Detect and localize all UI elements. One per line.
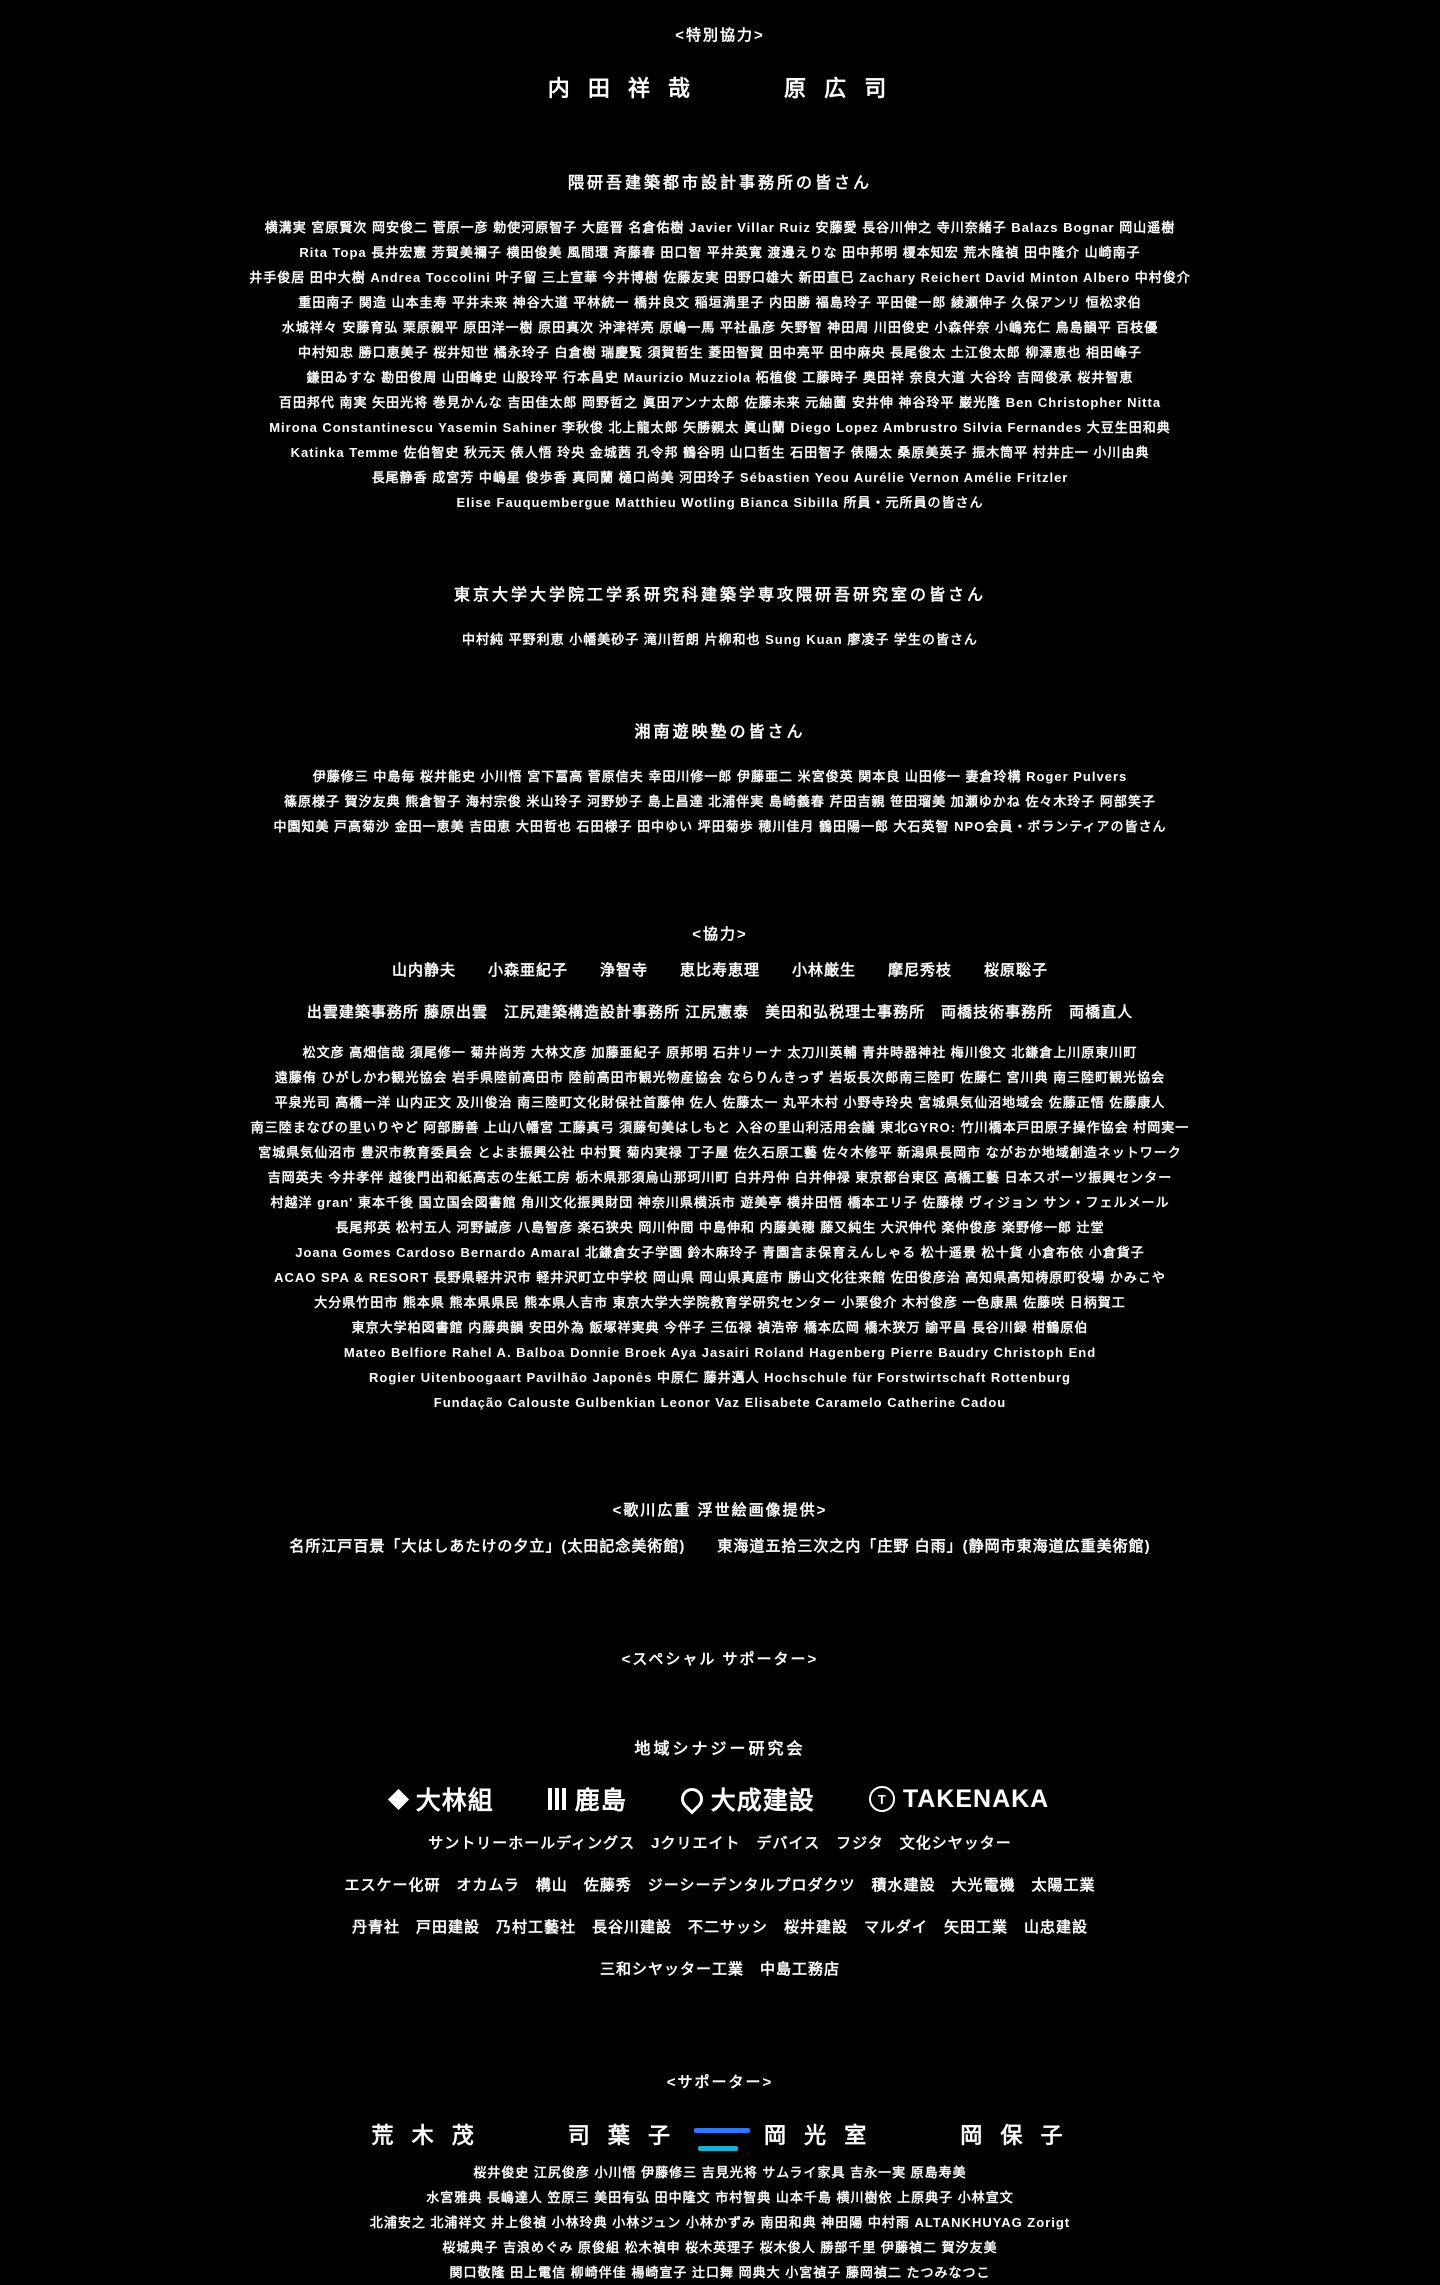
credit-row: 篠原様子 賀汐友典 熊倉智子 海村宗俊 米山玲子 河野妙子 島上昌達 北浦伴実 … xyxy=(284,794,1156,809)
credit-rows-block: サントリーホールディングス Jクリエイト デバイス フジタ 文化シヤッターエスケ… xyxy=(120,1827,1320,1987)
credit-row: 中村知忠 勝口恵美子 桜井知世 橘永玲子 白倉樹 瑞慶覧 須賀哲生 菱田智賀 田… xyxy=(298,345,1142,360)
credit-row: 丹青社 戸田建設 乃村工藝社 長谷川建設 不二サッシ 桜井建設 マルダイ 矢田工… xyxy=(351,1919,1088,1936)
credit-row: 関口敬隆 田上電信 柳崎伴佳 楊崎宣子 辻口舞 岡典大 小宮禎子 藤岡禎二 たつ… xyxy=(449,2265,991,2280)
section-title: 隈研吾建築都市設計事務所の皆さん xyxy=(567,175,872,192)
credit-row: 南三陸まなびの里いりやど 阿部勝善 上山八幡宮 工藤真弓 須藤旬美はしもと 入谷… xyxy=(250,1120,1190,1135)
credit-row: 伊藤修三 中島毎 桜井能史 小川悟 宮下冨高 菅原信夫 幸田川修一郎 伊藤亜二 … xyxy=(312,769,1128,784)
credit-row: 平泉光司 高橋一洋 山内正文 及川俊治 南三陸町文化財保社首藤伸 佐人 佐藤太一… xyxy=(274,1095,1166,1110)
credit-row: 中園知美 戸高菊沙 金田一恵美 吉田恵 大田哲也 石田様子 田中ゆい 坪田菊歩 … xyxy=(273,819,1167,834)
featured-names-row: 内 田 祥 哉原 広 司 xyxy=(120,71,1320,103)
section-title: 地域シナジー研究会 xyxy=(634,1741,806,1758)
section-header: <スペシャル サポーター> xyxy=(621,1651,819,1668)
credit-row: 水城祥々 安藤育弘 栗原親平 原田洋一樹 原田真次 沖津祥亮 原嶋一馬 平社晶彦… xyxy=(281,320,1159,335)
credit-rows-block: 山内静夫 小森亜紀子 浄智寺 恵比寿恵理 小林厳生 摩尼秀枝 桜原聡子出雲建築事… xyxy=(120,954,1320,1030)
section-title: 湘南遊映塾の皆さん xyxy=(634,724,806,741)
credit-row: 村越洋 gran' 東本千後 国立国会図書館 角川文化振興財団 神奈川県横浜市 … xyxy=(270,1195,1170,1210)
credit-row: Katinka Temme 佐伯智史 秋元天 俵人悟 玲央 金城茜 孔令邦 鶴谷… xyxy=(290,445,1150,460)
credit-row: 水宮雅典 長嶋達人 笠原三 美田有弘 田中隆文 市村智典 山本千島 横川樹依 上… xyxy=(426,2190,1014,2205)
credit-row: 桜井俊史 江尻俊彦 小川悟 伊藤修三 吉見光将 サムライ家具 吉永一実 原島寿美 xyxy=(473,2165,967,2180)
credit-row: 鎌田ゐすな 勘田俊周 山田峰史 山股玲平 行本昌史 Maurizio Muzzi… xyxy=(306,370,1134,385)
section-header: <歌川広重 浮世絵画像提供> xyxy=(612,1502,828,1519)
section-header: <特別協力> xyxy=(675,27,765,44)
credit-row: Rita Topa 長井宏憲 芳賀美禰子 横田俊美 風間環 斉藤春 田口智 平井… xyxy=(299,245,1141,260)
credit-row: 長尾静香 成宮芳 中嶋星 俊歩香 真同蘭 樋口尚美 河田玲子 Sébastien… xyxy=(371,470,1069,485)
takenaka-circle-icon xyxy=(868,1786,895,1812)
credit-row: 大分県竹田市 熊本県 熊本県県民 熊本県人吉市 東京大学大学院教育学研究センター… xyxy=(314,1295,1126,1310)
featured-name: 司 葉 子 xyxy=(567,2123,676,2148)
credit-row: エスケー化研 オカムラ 構山 佐藤秀 ジーシーデンタルプロダクツ 積水建設 大光… xyxy=(344,1877,1096,1894)
credit-rows-block: 伊藤修三 中島毎 桜井能史 小川悟 宮下冨高 菅原信夫 幸田川修一郎 伊藤亜二 … xyxy=(120,764,1320,839)
credit-rows-block: 横溝実 宮原賢次 岡安俊二 菅原一彦 勅使河原智子 大庭晋 名倉佑樹 Javie… xyxy=(120,215,1320,515)
featured-name: 岡 保 子 xyxy=(960,2123,1069,2148)
credit-row: 東京大学柏図書館 内藤典韻 安田外為 飯塚祥実典 今伴子 三伍禄 禎浩帝 橋本広… xyxy=(351,1320,1089,1335)
section-header: <協力> xyxy=(692,926,748,943)
credit-row: Mateo Belfiore Rahel A. Balboa Donnie Br… xyxy=(343,1345,1097,1360)
credit-row: 重田南子 関造 山本圭寿 平井未来 神谷大道 平林統一 橋井良文 稲垣満里子 内… xyxy=(298,295,1142,310)
obayashi-diamond-icon xyxy=(387,1788,409,1810)
featured-name: 原 広 司 xyxy=(784,76,893,101)
featured-name: 岡 光 室 xyxy=(764,2123,873,2148)
credit-row: Mirona Constantinescu Yasemin Sahiner 李秋… xyxy=(269,420,1171,435)
credit-row: 名所江戸百景「大はしあたけの夕立」(太田記念美術館) 東海道五拾三次之内「庄野 … xyxy=(289,1538,1151,1555)
credit-row: 百田邦代 南実 矢田光将 巻見かんな 吉田佳太郎 岡野哲之 眞田アンナ太郎 佐藤… xyxy=(278,395,1162,410)
credit-rows-block: 名所江戸百景「大はしあたけの夕立」(太田記念美術館) 東海道五拾三次之内「庄野 … xyxy=(120,1530,1320,1564)
credit-row: 出雲建築事務所 藤原出雲 江尻建築構造設計事務所 江尻憲泰 美田和弘税理士事務所… xyxy=(306,1004,1134,1021)
sponsor-logo-label: 鹿島 xyxy=(574,1787,627,1815)
credit-row: 宮城県気仙沼市 豊沢市教育委員会 とよま振興公社 中村賢 菊内実禄 丁子屋 佐久… xyxy=(258,1145,1182,1160)
sponsor-logo: 大成建設 xyxy=(676,1781,815,1817)
section-title: 東京大学大学院工学系研究科建築学専攻隈研吾研究室の皆さん xyxy=(453,587,986,604)
credit-row: ACAO SPA & RESORT 長野県軽井沢市 軽井沢町立中学校 岡山県 岡… xyxy=(274,1270,1166,1285)
featured-name: 荒 木 茂 xyxy=(371,2123,480,2148)
sponsor-logo-label: 大成建設 xyxy=(710,1787,815,1815)
credit-row: 山内静夫 小森亜紀子 浄智寺 恵比寿恵理 小林厳生 摩尼秀枝 桜原聡子 xyxy=(391,962,1048,979)
featured-names-row: 荒 木 茂司 葉 子岡 光 室岡 保 子 xyxy=(120,2118,1320,2150)
sponsor-logo: 鹿島 xyxy=(547,1781,627,1817)
credit-row: 桜城典子 吉浪めぐみ 原俊組 松木禎申 桜木英理子 桜木俊人 勝部千里 伊藤禎二… xyxy=(442,2240,998,2255)
sponsor-logo-label: TAKENAKA xyxy=(902,1784,1050,1813)
sponsor-logos-row: 大林組 鹿島 大成建設 TAKENAKA xyxy=(120,1781,1320,1817)
credit-row: Joana Gomes Cardoso Bernardo Amaral 北鎌倉女… xyxy=(295,1245,1145,1260)
credit-row: サントリーホールディングス Jクリエイト デバイス フジタ 文化シヤッター xyxy=(428,1835,1012,1852)
sponsor-logo: 大林組 xyxy=(387,1781,494,1817)
credit-row: 横溝実 宮原賢次 岡安俊二 菅原一彦 勅使河原智子 大庭晋 名倉佑樹 Javie… xyxy=(264,220,1176,235)
taisei-mark-icon xyxy=(676,1783,708,1815)
credit-row: 北浦安之 北浦祥文 井上俊禎 小林玲典 小林ジュン 小林かずみ 南田和典 神田陽… xyxy=(369,2215,1071,2230)
credit-row: Rogier Uitenboogaart Pavilhão Japonês 中原… xyxy=(369,1370,1071,1385)
credit-rows-block: 松文彦 高畑信哉 須尾修一 菊井尚芳 大林文彦 加藤亜紀子 原邦明 石井リーナ … xyxy=(120,1040,1320,1415)
scroll-indicator-bottom xyxy=(698,2146,738,2151)
credit-row: 長尾邦英 松村五人 河野誠彦 八島智彦 楽石狭央 岡川仲間 中島伸和 内藤美穂 … xyxy=(335,1220,1105,1235)
credit-rows-block: 桜井俊史 江尻俊彦 小川悟 伊藤修三 吉見光将 サムライ家具 吉永一実 原島寿美… xyxy=(120,2160,1320,2285)
credit-rows-block: 中村純 平野利恵 小幡美砂子 滝川哲朗 片柳和也 Sung Kuan 廖凌子 学… xyxy=(120,627,1320,652)
featured-name: 内 田 祥 哉 xyxy=(547,76,697,101)
kajima-mark-icon xyxy=(547,1788,567,1810)
scroll-indicator-top xyxy=(694,2128,750,2133)
credit-row: Elise Fauquembergue Matthieu Wotling Bia… xyxy=(456,495,984,510)
credits-roll: <特別協力> 内 田 祥 哉 原 広 司隈研吾建築都市設計事務所の皆さん横溝実 宮原… xyxy=(120,0,1320,2285)
section-header: <サポーター> xyxy=(666,2074,774,2091)
credit-row: 三和シヤッター工業 中島工務店 xyxy=(599,1961,840,1978)
credit-row: 吉岡英夫 今井孝伴 越後門出和紙高志の生紙工房 栃木県那須烏山那珂川町 白井丹仲… xyxy=(267,1170,1173,1185)
credit-row: 松文彦 高畑信哉 須尾修一 菊井尚芳 大林文彦 加藤亜紀子 原邦明 石井リーナ … xyxy=(302,1045,1138,1060)
sponsor-logo: TAKENAKA xyxy=(868,1784,1050,1814)
credit-row: Fundação Calouste Gulbenkian Leonor Vaz … xyxy=(433,1395,1007,1410)
credit-row: 遠藤侑 ひがしかわ観光協会 岩手県陸前高田市 陸前高田市観光物産協会 ならりんき… xyxy=(274,1070,1166,1085)
credit-row: 中村純 平野利恵 小幡美砂子 滝川哲朗 片柳和也 Sung Kuan 廖凌子 学… xyxy=(462,632,978,647)
credit-row: 井手俊居 田中大樹 Andrea Toccolini 叶子留 三上宣華 今井博樹… xyxy=(249,270,1191,285)
sponsor-logo-label: 大林組 xyxy=(415,1787,494,1815)
